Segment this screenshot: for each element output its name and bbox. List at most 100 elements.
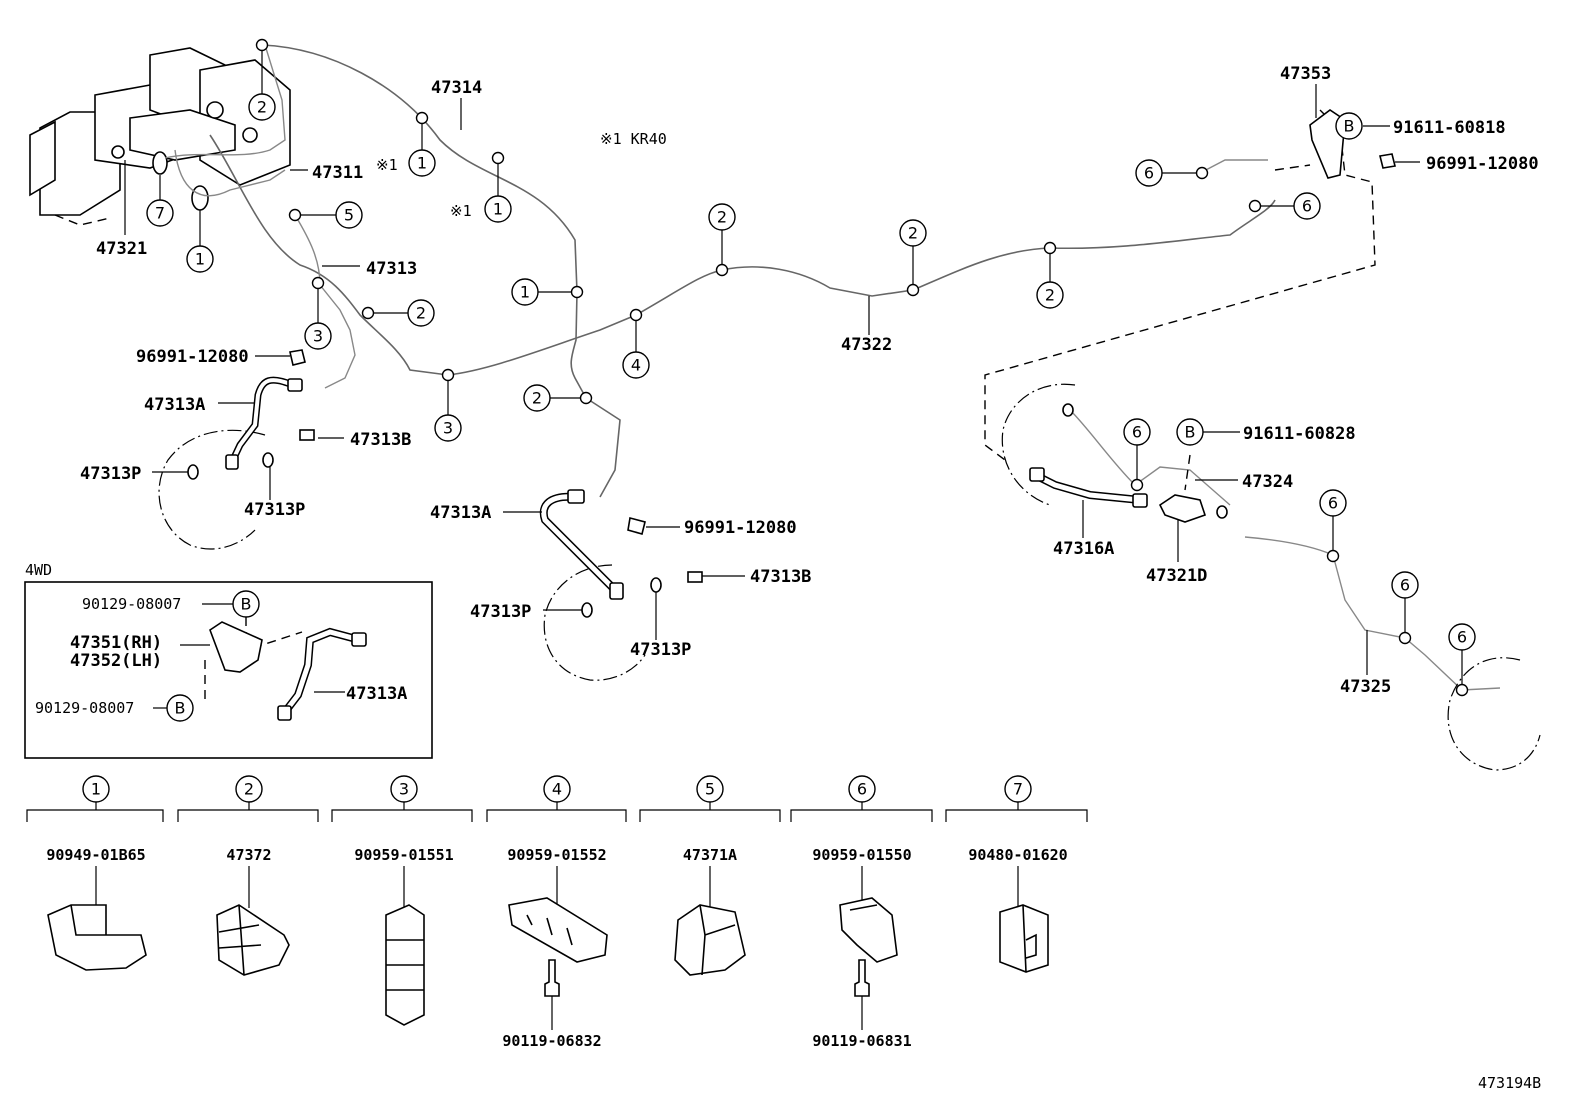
svg-text:B: B xyxy=(1185,423,1196,442)
label-47324: 47324 xyxy=(1242,472,1293,492)
4wd-bolt-top: 90129-08007 xyxy=(82,595,181,613)
svg-text:4: 4 xyxy=(631,356,641,375)
svg-text:6: 6 xyxy=(1400,576,1410,595)
clamp-number: 7 xyxy=(1013,780,1023,799)
clamp-shape xyxy=(839,897,898,963)
label-47313A-1: 47313A xyxy=(144,395,205,415)
callout-2: 2 xyxy=(708,203,736,231)
drawing-id: 473194B xyxy=(1478,1074,1541,1092)
clamp-bolt-number: 90119-06831 xyxy=(812,1032,911,1050)
callout-1: 1 xyxy=(186,245,214,273)
pipe-47314 xyxy=(261,44,621,498)
svg-text:7: 7 xyxy=(155,204,165,223)
svg-text:1: 1 xyxy=(417,154,427,173)
clamp-legend: 190949-01B65247372390959-01551490959-015… xyxy=(26,775,1088,1050)
callout-1: 1 xyxy=(484,195,512,223)
callout-6: 6 xyxy=(1391,571,1419,599)
clamp-bolt xyxy=(544,959,560,997)
callout-6: 6 xyxy=(1293,192,1321,220)
svg-text:2: 2 xyxy=(257,98,267,117)
clamp-part-number: 90959-01551 xyxy=(354,846,453,864)
svg-text:1: 1 xyxy=(493,200,503,219)
svg-text:2: 2 xyxy=(416,304,426,323)
pipe-47311 xyxy=(164,44,286,197)
clamp-number: 5 xyxy=(705,780,715,799)
clamp-shape xyxy=(674,904,746,976)
svg-text:1: 1 xyxy=(195,250,205,269)
svg-text:B: B xyxy=(175,699,186,718)
svg-text:6: 6 xyxy=(1328,494,1338,513)
svg-text:6: 6 xyxy=(1132,423,1142,442)
4wd-lh: 47352(LH) xyxy=(70,651,162,671)
svg-text:2: 2 xyxy=(532,389,542,408)
label-47314: 47314 xyxy=(431,78,482,98)
clamp-bracket xyxy=(486,802,627,822)
callout-6: 6 xyxy=(1135,159,1163,187)
callout-b: B xyxy=(1335,112,1363,140)
clamp-bracket xyxy=(639,802,781,822)
abs-actuator xyxy=(29,47,291,226)
label-47313: 47313 xyxy=(366,259,417,279)
pipe-47324 xyxy=(1069,409,1231,506)
clamp-part-number: 90959-01550 xyxy=(812,846,911,864)
hose-47316A xyxy=(1029,467,1148,508)
label-47311: 47311 xyxy=(312,163,363,183)
clamp-item-7: 7 90480-01620 xyxy=(945,775,1088,973)
hose-47313A-middle xyxy=(539,489,624,600)
callout-3: 3 xyxy=(304,322,332,350)
4wd-title: 4WD xyxy=(25,561,52,579)
callout-4: 4 xyxy=(622,351,650,379)
label-47322: 47322 xyxy=(841,335,892,355)
clamp-bracket xyxy=(177,802,319,822)
svg-text:1: 1 xyxy=(520,283,530,302)
callout-2: 2 xyxy=(899,219,927,247)
clamp-shape xyxy=(508,897,608,963)
clamp-part-number: 90480-01620 xyxy=(968,846,1067,864)
clamp-number: 6 xyxy=(857,780,867,799)
4wd-bolt-bottom: 90129-08007 xyxy=(35,699,134,717)
clamp-part-number: 90949-01B65 xyxy=(46,846,145,864)
callout-1: 1 xyxy=(511,278,539,306)
svg-text:5: 5 xyxy=(344,206,354,225)
label-47321D: 47321D xyxy=(1146,566,1207,586)
clamp-number: 3 xyxy=(399,780,409,799)
hose-47313A-left xyxy=(225,376,303,470)
4wd-rh: 47351(RH) xyxy=(70,633,162,653)
clamp-item-3: 3 90959-01551 xyxy=(331,775,473,1026)
note-kr40: ※1 KR40 xyxy=(600,130,667,148)
clamp-part-number: 90959-01552 xyxy=(507,846,606,864)
label-47321: 47321 xyxy=(96,239,147,259)
clamp-bracket xyxy=(26,802,164,822)
leader-lines xyxy=(124,50,1463,685)
4wd-hose: 47313A xyxy=(346,684,407,704)
label-96991-1: 96991-12080 xyxy=(136,347,249,367)
label-47325: 47325 xyxy=(1340,677,1391,697)
part-labels: 47314 47311 ※1 ※1 47321 47313 ※1 KR40 96… xyxy=(80,64,1539,697)
clamp-bracket xyxy=(945,802,1088,822)
callout-3: 3 xyxy=(434,414,462,442)
clamp-part-number: 47372 xyxy=(226,846,271,864)
callout-1: 1 xyxy=(408,149,436,177)
ref-mark: ※1 xyxy=(450,202,472,220)
ref-mark: ※1 xyxy=(376,156,398,174)
svg-text:3: 3 xyxy=(313,327,323,346)
pipe-47353-line xyxy=(1201,159,1268,173)
svg-text:2: 2 xyxy=(1045,286,1055,305)
callout-2: 2 xyxy=(248,93,276,121)
clamp-shape xyxy=(385,904,425,1026)
clamp-shape xyxy=(216,904,290,976)
clamp-shape xyxy=(999,904,1049,973)
callout-2: 2 xyxy=(523,384,551,412)
label-47313B-2: 47313B xyxy=(750,567,811,587)
svg-text:2: 2 xyxy=(908,224,918,243)
wheel-outlines xyxy=(158,383,1541,771)
pipe-47313 xyxy=(209,134,1276,376)
svg-text:6: 6 xyxy=(1302,197,1312,216)
pipe-nodes xyxy=(255,38,1469,697)
label-91611-60818: 91611-60818 xyxy=(1393,118,1506,138)
4wd-box: 4WD 90129-08007 B 47351(RH) 47352(LH) 47… xyxy=(24,561,433,759)
